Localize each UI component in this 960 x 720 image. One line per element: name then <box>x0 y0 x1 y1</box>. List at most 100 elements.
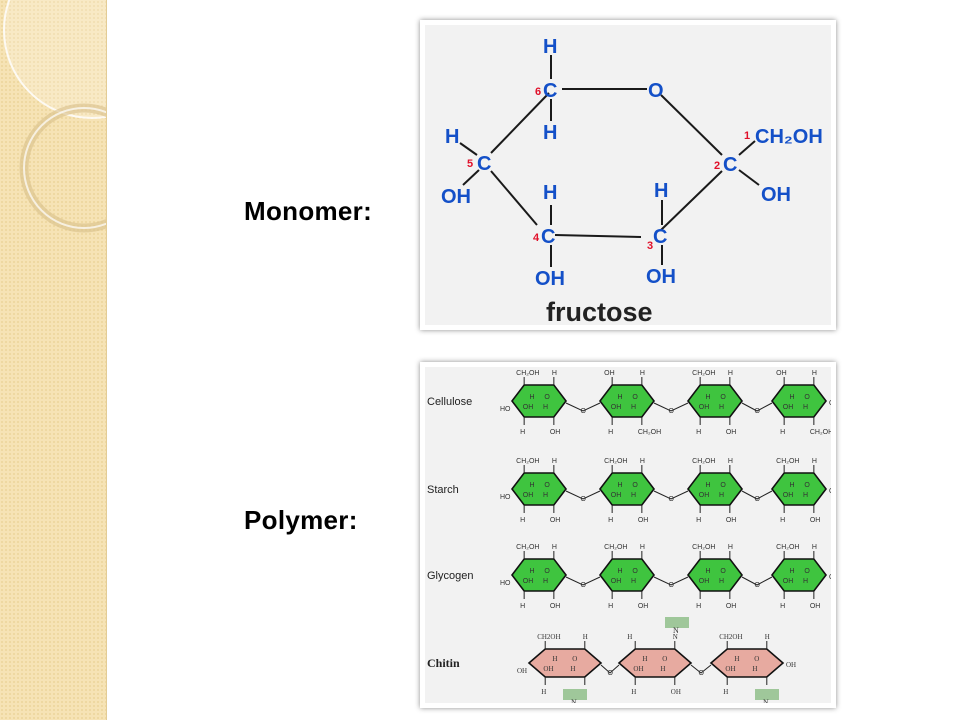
atom-oh: OH <box>535 268 565 290</box>
ring-hydrogen: H <box>530 568 535 575</box>
atom-h: H <box>543 36 557 58</box>
substituent-label: N <box>673 633 678 641</box>
sugar-ring <box>598 558 656 592</box>
substituent-label: H <box>552 544 557 551</box>
substituent-label: CH₂OH <box>776 458 799 465</box>
substituent-label: OH <box>638 517 649 524</box>
substituent-label: H <box>552 370 557 377</box>
substituent-label: H <box>552 458 557 465</box>
ring-hydroxyl: OH <box>725 665 735 673</box>
ring-hydrogen: H <box>803 492 808 499</box>
substituent-label: OH <box>604 370 615 377</box>
atom-c6: C <box>543 80 557 102</box>
monomer-label: Monomer: <box>244 196 373 226</box>
ring-hydroxyl: OH <box>611 404 622 411</box>
substituent-label: OH <box>550 517 561 524</box>
fructose-bonds <box>459 55 760 267</box>
ring-hydrogen: H <box>631 578 636 585</box>
ring-hydrogen: H <box>543 492 548 499</box>
ring-hydrogen: H <box>719 404 724 411</box>
polymer-name-glycogen: Glycogen <box>427 570 473 582</box>
ring-oxygen: O <box>544 482 550 489</box>
atom-h: H <box>543 122 557 144</box>
bridge-oxygen: O <box>755 496 761 503</box>
carbon-number-5: 5 <box>467 158 473 170</box>
carbon-number-2: 2 <box>714 160 720 172</box>
atom-h: H <box>654 180 668 202</box>
end-hydroxyl: HO <box>500 494 511 501</box>
bridge-oxygen: O <box>581 496 587 503</box>
ring-hydrogen: H <box>631 492 636 499</box>
sugar-ring <box>770 558 828 592</box>
bridge-oxygen: O <box>699 670 705 677</box>
atom-oh: OH <box>441 186 471 208</box>
substituent-label: H <box>780 429 785 436</box>
glycosidic-bond <box>565 576 601 586</box>
substituent-label: H <box>723 688 728 696</box>
ring-hydrogen: H <box>530 482 535 489</box>
ring-hydrogen: H <box>642 655 647 663</box>
substituent-label: H <box>520 603 525 610</box>
sugar-ring <box>686 558 744 592</box>
ring-hydrogen: H <box>790 482 795 489</box>
substituent-label: OH <box>726 517 737 524</box>
substituent-label: OH <box>550 603 561 610</box>
glycosidic-bond <box>653 576 689 586</box>
substituent-label: CH₂OH <box>516 544 539 551</box>
sugar-ring <box>510 472 568 506</box>
nitrogen-label: N <box>673 626 679 635</box>
substituent-label: H <box>640 544 645 551</box>
ring-hydroxyl: OH <box>523 578 534 585</box>
bridge-oxygen: O <box>581 408 587 415</box>
substituent-label: H <box>812 458 817 465</box>
fructose-atoms: H C O H H C OH C CH₂OH OH H C OH H C OH <box>441 36 823 290</box>
bridge-oxygen: O <box>669 582 675 589</box>
ring-hydrogen: H <box>803 404 808 411</box>
substituent-label: CH₂OH <box>692 370 715 377</box>
polymer-label: Polymer: <box>244 505 358 535</box>
ring-hydrogen: H <box>543 404 548 411</box>
substituent-label: CH₂OH <box>776 544 799 551</box>
substituent-label: OH <box>638 603 649 610</box>
ring-hydrogen: H <box>706 482 711 489</box>
bridge-oxygen: O <box>669 496 675 503</box>
glycosidic-bond <box>600 664 620 674</box>
ring-hydroxyl: OH <box>543 665 553 673</box>
ring-hydroxyl: OH <box>783 578 794 585</box>
polymer-name-cellulose: Cellulose <box>427 396 472 408</box>
end-hydroxyl: OH <box>517 667 527 675</box>
sugar-ring <box>686 384 744 418</box>
fructose-caption: fructose <box>546 297 653 325</box>
substituent-label: H <box>640 370 645 377</box>
substituent-label: H <box>728 370 733 377</box>
bridge-oxygen: O <box>755 408 761 415</box>
substituent-label: OH <box>726 429 737 436</box>
substituent-label: H <box>696 429 701 436</box>
ring-oxygen: O <box>572 655 577 663</box>
ring-hydroxyl: OH <box>699 404 710 411</box>
ring-oxygen: O <box>544 394 550 401</box>
substituent-label: H <box>608 429 613 436</box>
sugar-ring <box>617 648 693 678</box>
glycosidic-bond <box>741 576 773 586</box>
atom-ring-oxygen: O <box>648 80 664 102</box>
ring-oxygen: O <box>632 482 638 489</box>
nitrogen-label: N <box>763 698 769 703</box>
ring-hydroxyl: OH <box>699 578 710 585</box>
ring-hydroxyl: OH <box>699 492 710 499</box>
ring-oxygen: O <box>804 482 810 489</box>
acetylamine-tag <box>665 617 689 628</box>
ring-oxygen: O <box>662 655 667 663</box>
ring-oxygen: O <box>544 568 550 575</box>
substituent-label: CH₂OH <box>604 544 627 551</box>
ring-hydroxyl: OH <box>783 492 794 499</box>
ring-hydrogen: H <box>570 665 575 673</box>
substituent-label: H <box>608 517 613 524</box>
carbon-number-3: 3 <box>647 240 653 252</box>
substituent-label: H <box>608 603 613 610</box>
substituent-label: H <box>640 458 645 465</box>
end-hydroxyl: OH <box>829 574 831 581</box>
substituent-label: H <box>728 458 733 465</box>
bridge-oxygen: O <box>755 582 761 589</box>
ring-hydrogen: H <box>752 665 757 673</box>
